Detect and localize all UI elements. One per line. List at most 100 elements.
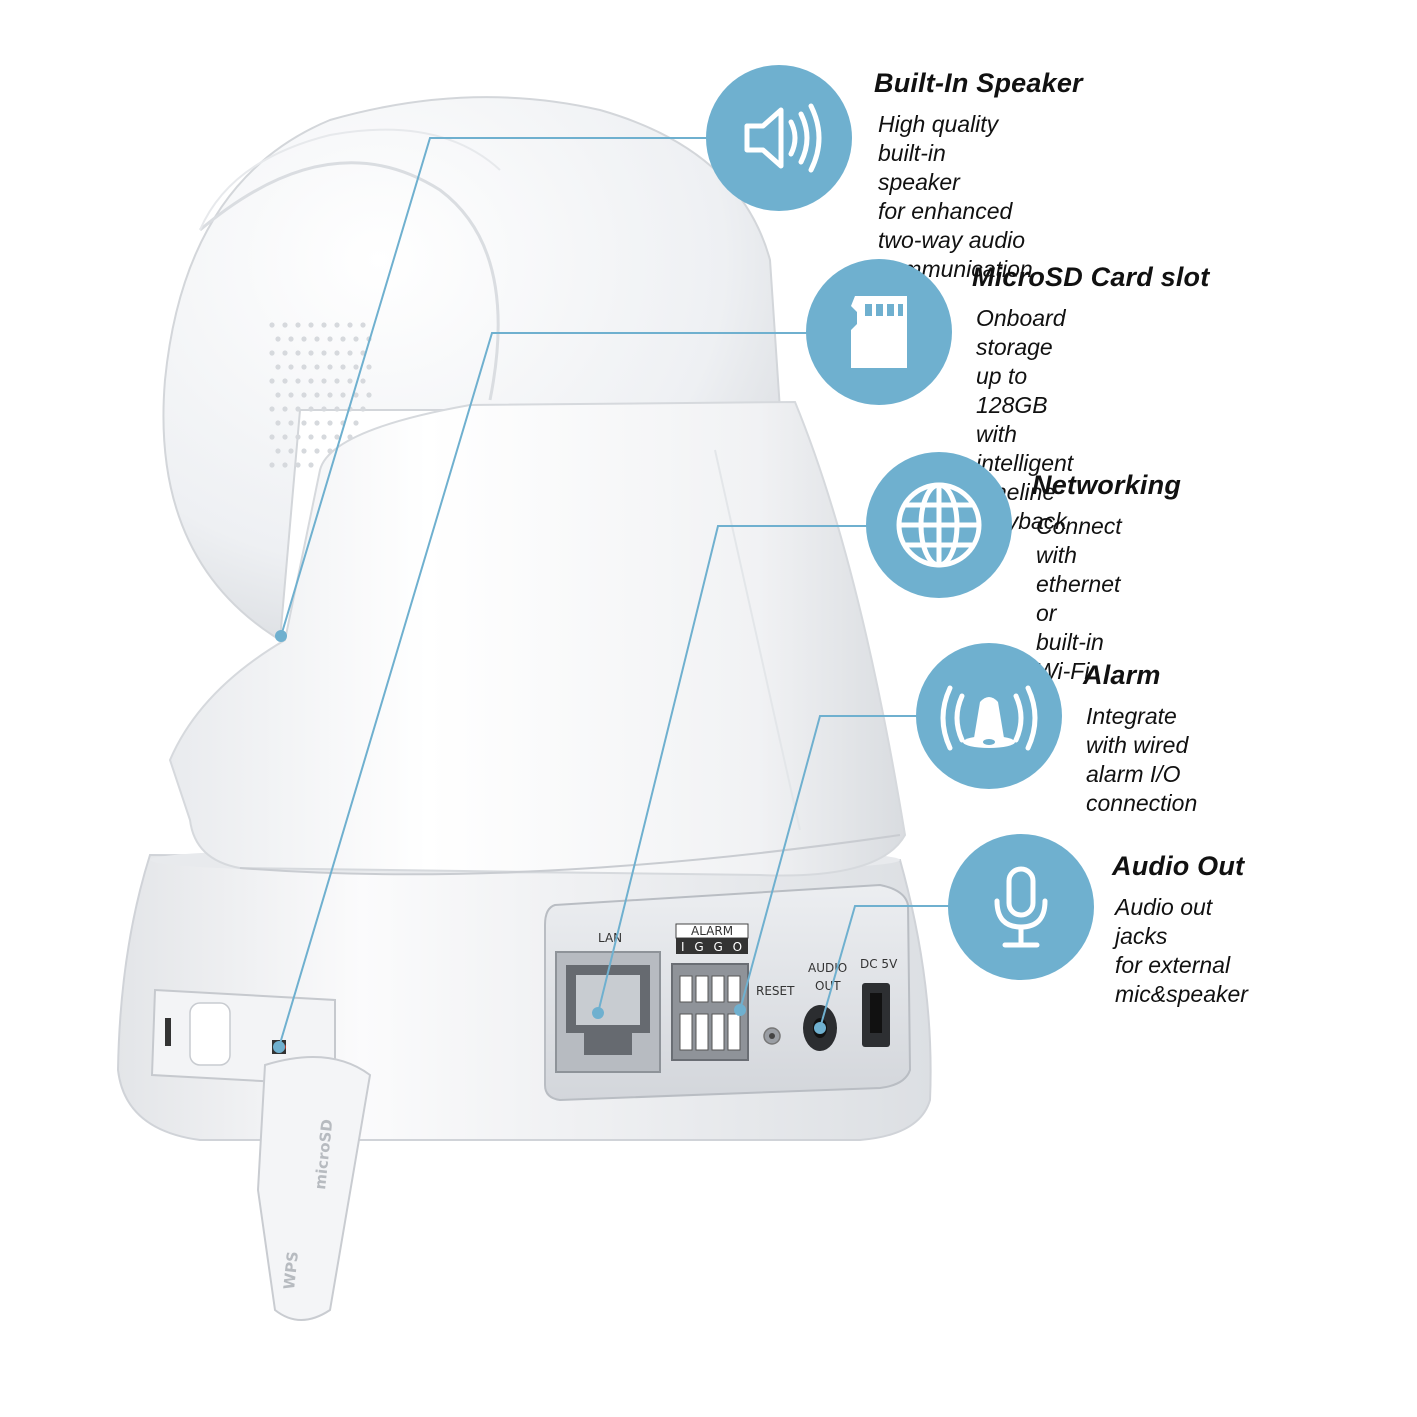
speaker-hole <box>308 350 314 356</box>
alarm-label: ALARM <box>691 924 733 938</box>
speaker-hole <box>360 406 366 412</box>
speaker-hole <box>321 434 327 440</box>
alarm-pin-top <box>711 975 725 1003</box>
dc-power-jack <box>862 983 890 1047</box>
speaker-hole <box>282 434 288 440</box>
speaker-hole <box>321 322 327 328</box>
feature-title: Built-In Speaker <box>874 68 1083 98</box>
feature-description: Connect with ethernet or built-in Wi-Fi <box>1036 513 1122 684</box>
speaker-hole <box>347 378 353 384</box>
speaker-hole <box>301 448 307 454</box>
globe-icon <box>866 452 1012 598</box>
speaker-hole <box>269 406 275 412</box>
leader-alarm <box>739 715 918 1011</box>
speaker-hole <box>334 406 340 412</box>
speaker-hole <box>308 462 314 468</box>
speaker-hole <box>269 350 275 356</box>
feature-title: Alarm <box>1083 660 1161 690</box>
speaker-hole <box>353 364 359 370</box>
speaker-hole <box>282 406 288 412</box>
feature-description: Integrate with wired alarm I/O connectio… <box>1086 703 1198 816</box>
speaker-hole <box>269 378 275 384</box>
leader-dot-microsd <box>273 1041 285 1053</box>
speaker-hole <box>269 322 275 328</box>
microsd-cover-flap: WPS microSD <box>256 1056 372 1321</box>
speaker-hole <box>295 378 301 384</box>
speaker-hole <box>353 392 359 398</box>
speaker-hole <box>314 392 320 398</box>
speaker-hole <box>301 392 307 398</box>
speaker-hole <box>353 336 359 342</box>
feature-description: High quality built-in speaker for enhanc… <box>878 111 1033 282</box>
speaker-hole <box>288 336 294 342</box>
speaker-hole <box>275 336 281 342</box>
speaker-hole <box>288 392 294 398</box>
speaker-hole <box>360 322 366 328</box>
leader-audio-out <box>819 905 950 1029</box>
speaker-hole <box>282 322 288 328</box>
speaker-hole <box>366 364 372 370</box>
alarm-pins-label: I G G O <box>681 940 745 954</box>
reset-button-hole <box>763 1027 781 1045</box>
audio-label-line1: AUDIO <box>808 961 847 975</box>
feature-title: MicroSD Card slot <box>972 262 1210 292</box>
speaker-hole <box>340 392 346 398</box>
speaker-hole <box>314 364 320 370</box>
speaker-hole <box>301 420 307 426</box>
speaker-hole <box>327 364 333 370</box>
callout-leader-lines <box>273 137 950 1053</box>
speaker-hole <box>269 434 275 440</box>
speaker-hole <box>308 378 314 384</box>
speaker-hole <box>347 322 353 328</box>
speaker-hole <box>314 420 320 426</box>
speaker-hole <box>321 406 327 412</box>
speaker-hole <box>269 462 275 468</box>
reset-label: RESET <box>756 984 795 998</box>
speaker-hole <box>314 336 320 342</box>
sd-card-icon <box>806 259 952 405</box>
feature-description: Audio out jacks for external mic&speaker <box>1115 894 1248 1007</box>
speaker-hole <box>321 350 327 356</box>
leader-dot-speaker <box>275 630 287 642</box>
speaker-hole <box>308 406 314 412</box>
speaker-hole <box>275 448 281 454</box>
speaker-hole <box>334 322 340 328</box>
speaker-hole <box>282 350 288 356</box>
speaker-icon <box>706 65 852 211</box>
leader-microsd <box>278 332 808 1048</box>
speaker-hole <box>295 350 301 356</box>
speaker-hole <box>353 420 359 426</box>
speaker-hole <box>347 350 353 356</box>
speaker-hole <box>334 350 340 356</box>
speaker-hole <box>275 392 281 398</box>
speaker-hole <box>314 448 320 454</box>
speaker-hole <box>301 364 307 370</box>
speaker-hole <box>327 420 333 426</box>
speaker-hole <box>288 364 294 370</box>
speaker-hole <box>308 434 314 440</box>
alarm-pin-bottom <box>679 1013 693 1051</box>
audio-label-line2: OUT <box>815 979 841 993</box>
speaker-hole <box>295 462 301 468</box>
alarm-pin-bottom <box>711 1013 725 1051</box>
speaker-hole <box>295 406 301 412</box>
speaker-hole <box>366 392 372 398</box>
speaker-hole <box>288 420 294 426</box>
cover-wps-label: WPS <box>280 1250 302 1290</box>
camera-body <box>168 400 907 877</box>
alarm-bell-icon <box>916 643 1062 789</box>
speaker-hole <box>308 322 314 328</box>
speaker-hole <box>327 392 333 398</box>
alarm-pin-bottom <box>727 1013 741 1051</box>
speaker-hole <box>334 378 340 384</box>
leader-speaker <box>280 137 708 637</box>
camera-dome <box>162 96 782 642</box>
leader-networking <box>597 525 868 1014</box>
dc-label: DC 5V <box>860 957 898 971</box>
speaker-hole <box>301 336 307 342</box>
alarm-pin-top <box>679 975 693 1003</box>
feature-title: Audio Out <box>1112 851 1245 881</box>
speaker-hole <box>282 378 288 384</box>
leader-dot-audio-out <box>814 1022 826 1034</box>
